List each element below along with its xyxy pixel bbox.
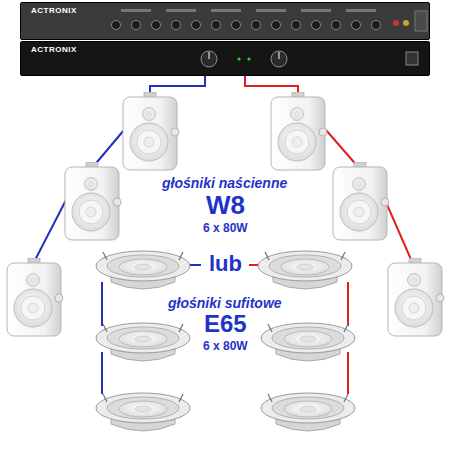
product-group: głośniki naścienne bbox=[162, 176, 287, 191]
amplifier-unit: ACTRONIX bbox=[20, 2, 430, 40]
panel-decoration bbox=[21, 3, 429, 39]
model-name: E65 bbox=[204, 311, 247, 337]
alternative-word: lub bbox=[209, 252, 242, 276]
power-rating: 6 x 80W bbox=[203, 340, 248, 353]
product-group: głośniki sufitowe bbox=[168, 296, 282, 311]
speaker-wire bbox=[33, 76, 413, 394]
amplifier-unit: ACTRONIX bbox=[20, 41, 430, 76]
ceiling-speaker bbox=[96, 251, 355, 431]
panel-decoration bbox=[21, 42, 429, 75]
brand-label: ACTRONIX bbox=[31, 6, 419, 15]
model-name: W8 bbox=[206, 191, 245, 220]
brand-label: ACTRONIX bbox=[31, 45, 419, 54]
power-rating: 6 x 80W bbox=[203, 222, 248, 235]
wall-speaker bbox=[7, 92, 444, 336]
